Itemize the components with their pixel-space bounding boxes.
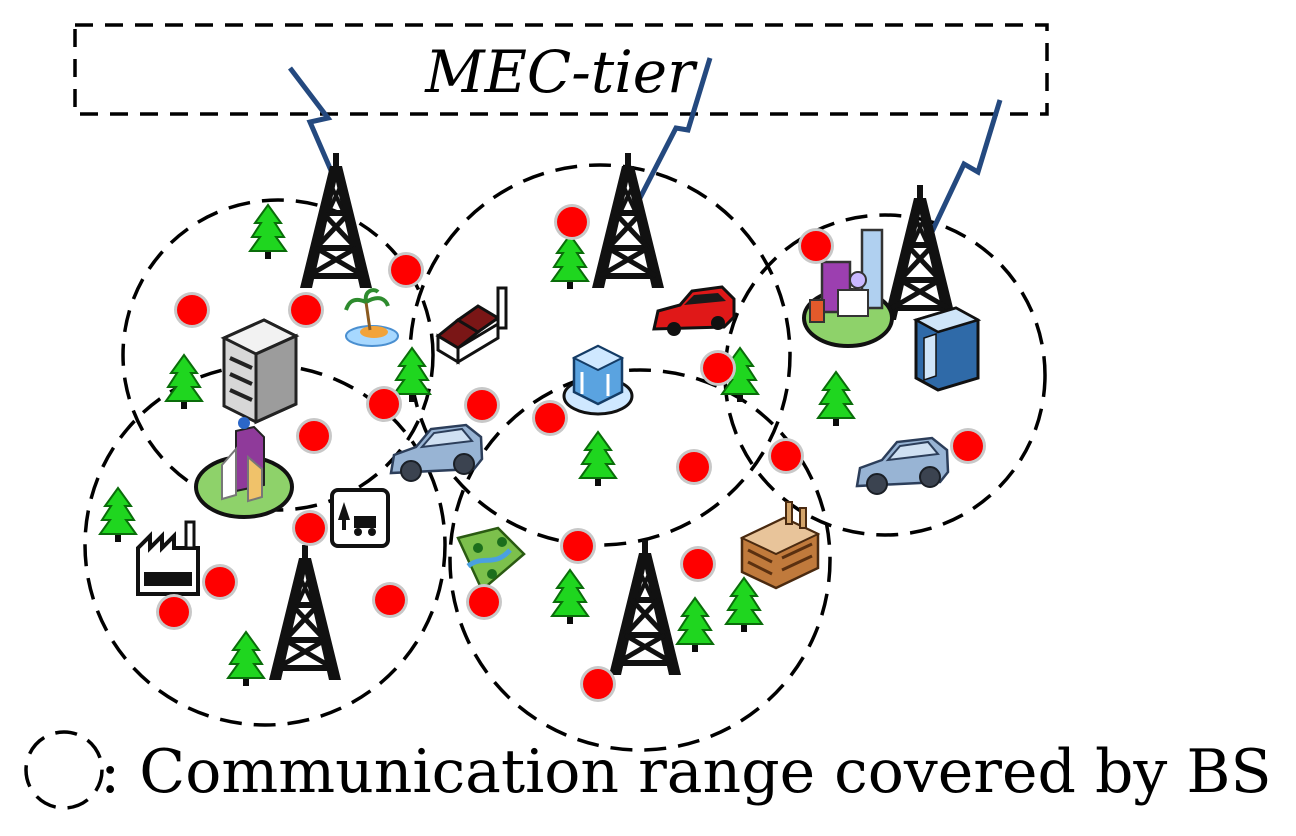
wireless-link-icon [288,57,1003,238]
mec-tier-label: MEC-tier [424,38,698,106]
road-sign-icon [330,488,390,548]
factory-icon [136,488,390,596]
legend-label: : Communication range covered by BS [100,737,1272,807]
coverage-circle-bottom-middle [448,368,832,752]
coverage-circle-top-right [723,213,1047,537]
legend: : Communication range covered by BS [24,730,1272,810]
mec-tier-box [73,23,1049,116]
car-icon [389,285,950,496]
coverage-circle-bottom-left [83,363,447,727]
building-icon [194,228,982,593]
legend-coverage-symbol [24,730,104,810]
